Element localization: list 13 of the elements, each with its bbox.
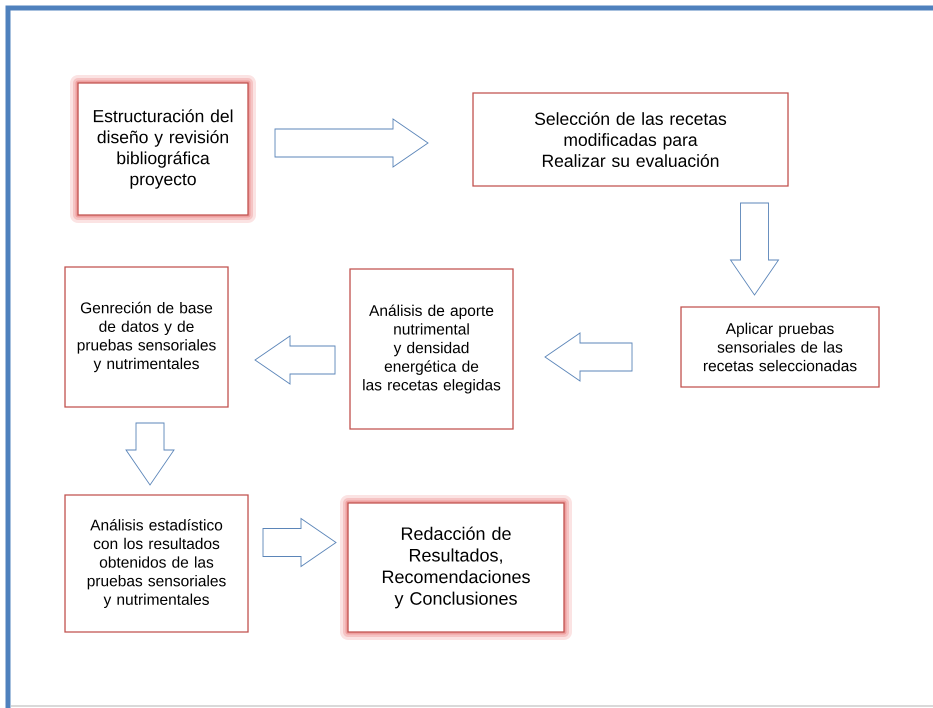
process-box: Aplicar pruebas sensoriales de las recetas seleccionadas (680, 306, 880, 388)
block-arrow (730, 202, 780, 296)
process-box: Selección de las recetas modificadas para Realizar su evaluación (472, 92, 789, 187)
block-arrow (125, 422, 175, 486)
block-arrow (254, 335, 336, 385)
process-box: Estructuración del diseño y revisión bibliográfica proyecto (77, 82, 249, 216)
process-box: Genreción de base de datos y de pruebas sensoriales y nutrimentales (64, 266, 229, 408)
block-arrow (274, 118, 429, 168)
block-arrow (544, 332, 632, 382)
process-box: Análisis de aporte nutrimental y densidad energética de las recetas elegidas (349, 268, 514, 430)
process-box: Redacción de Resultados, Recomendaciones y Conclusiones (347, 502, 565, 633)
block-arrow (262, 518, 337, 568)
process-box: Análisis estadístico con los resultados obtenidos de las pruebas sensoriales y nutrimentales (64, 494, 249, 633)
